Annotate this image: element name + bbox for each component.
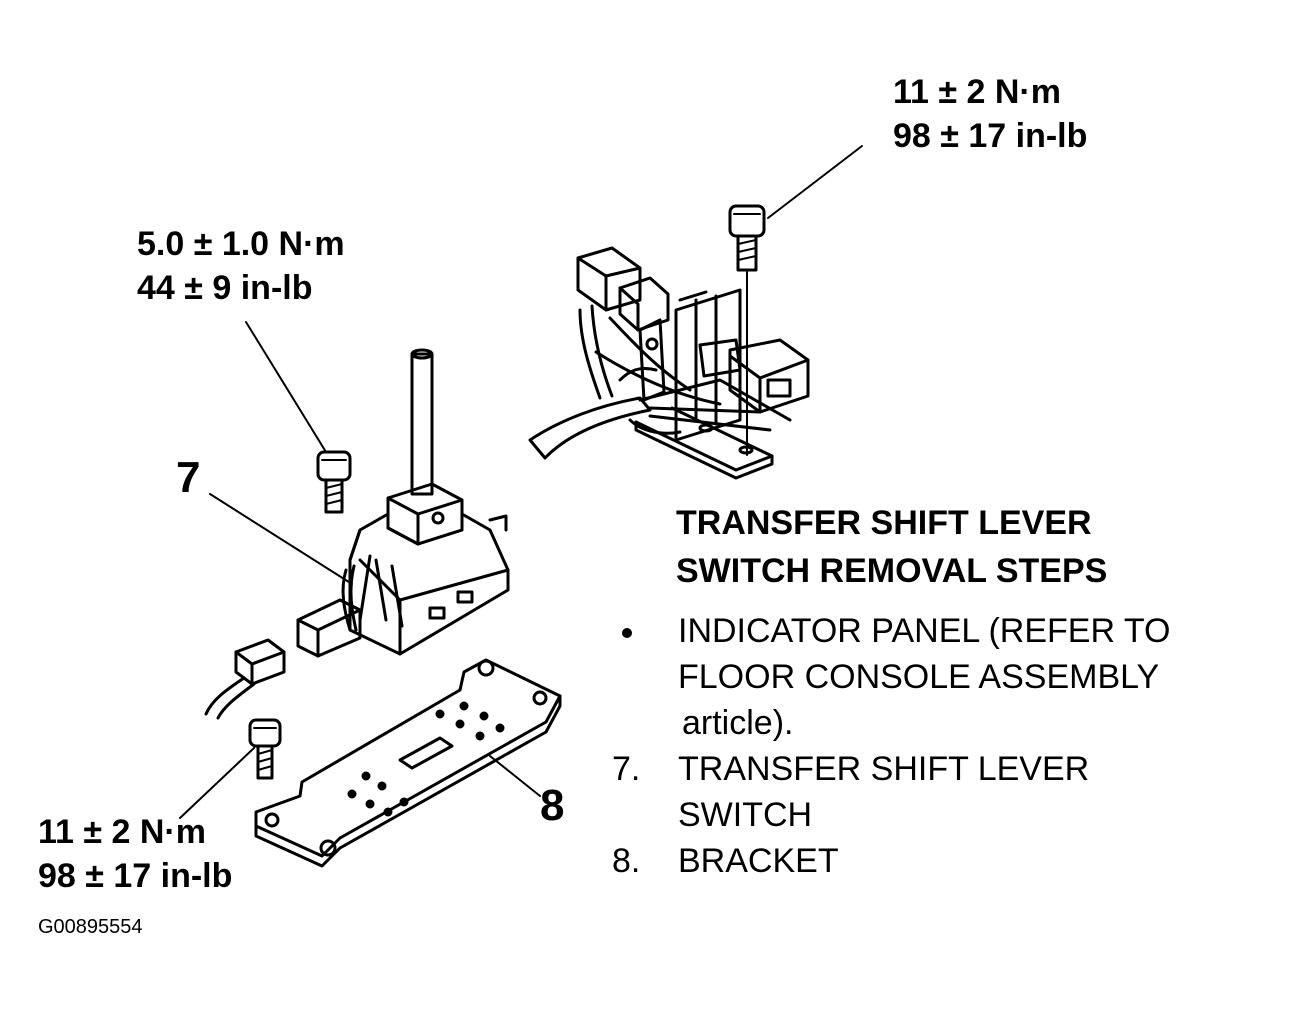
- transfer-shift-lever-switch: [296, 348, 510, 658]
- step-switch: 7. TRANSFER SHIFT LEVER SWITCH: [612, 746, 1170, 838]
- step-text-line: article).: [682, 704, 794, 742]
- step-number: 7.: [612, 750, 641, 788]
- torque-inlb-top-right: 98 ± 17 in-lb: [893, 117, 1088, 156]
- step-text-line: FLOOR CONSOLE ASSEMBLY: [678, 658, 1160, 696]
- procedure-steps: INDICATOR PANEL (REFER TO FLOOR CONSOLE …: [612, 608, 1170, 884]
- step-number: 8.: [612, 842, 641, 880]
- bolt-upper-left: [316, 450, 352, 514]
- step-bracket: 8. BRACKET: [612, 838, 1170, 884]
- bolt-top-right: [728, 204, 766, 456]
- leader-line-top-right-bolt: [767, 145, 863, 219]
- callout-8: 8: [540, 781, 565, 830]
- step-text-line: BRACKET: [678, 842, 839, 880]
- torque-nm-lower-left: 11 ± 2 N·m: [38, 813, 206, 851]
- step-bullet-icon: [612, 608, 668, 654]
- step-text-line: SWITCH: [678, 796, 813, 834]
- bolt-lower-left: [248, 718, 282, 780]
- leader-line-lower-left-bolt: [179, 747, 255, 819]
- torque-nm-upper-left: 5.0 ± 1.0 N·m: [137, 225, 345, 263]
- leader-line-callout-7: [209, 493, 353, 585]
- figure-id: G00895554: [38, 916, 143, 938]
- procedure-title-line1: TRANSFER SHIFT LEVER: [676, 504, 1092, 542]
- step-text-line: TRANSFER SHIFT LEVER: [678, 750, 1090, 788]
- wiring-harness-assembly: [528, 246, 810, 480]
- torque-nm-top-right: 11 ± 2 N·m: [893, 73, 1061, 111]
- leader-line-callout-8: [489, 755, 541, 797]
- bracket-plate: [254, 658, 562, 868]
- torque-label-lower-left: 11 ± 2 N·m 98 ± 17 in-lb: [38, 810, 232, 898]
- torque-label-top-right: 11 ± 2 N·m 98 ± 17 in-lb: [893, 70, 1087, 158]
- procedure-title-line2: SWITCH REMOVAL STEPS: [676, 551, 1108, 590]
- callout-7: 7: [176, 453, 201, 502]
- pigtail-connector: [204, 638, 286, 720]
- step-text-line: INDICATOR PANEL (REFER TO: [678, 612, 1171, 650]
- torque-inlb-lower-left: 98 ± 17 in-lb: [38, 857, 233, 896]
- torque-label-upper-left: 5.0 ± 1.0 N·m 44 ± 9 in-lb: [137, 222, 345, 310]
- torque-inlb-upper-left: 44 ± 9 in-lb: [137, 269, 313, 308]
- procedure-title: TRANSFER SHIFT LEVER SWITCH REMOVAL STEP…: [676, 500, 1107, 595]
- step-indicator-panel: INDICATOR PANEL (REFER TO FLOOR CONSOLE …: [612, 608, 1170, 746]
- leader-line-upper-left-bolt: [245, 321, 327, 453]
